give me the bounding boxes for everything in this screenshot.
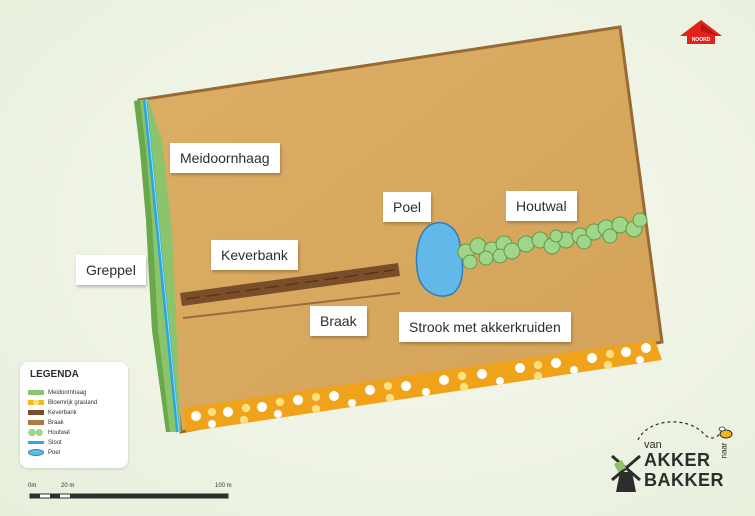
legend-title: LEGENDA [30, 369, 79, 380]
legend-item-bloemrijk-grasland: Bloemrijk grasland [28, 398, 97, 407]
scale-bar: 0m 20 m 100 m [28, 483, 233, 506]
scale-mid-label: 20 m [61, 483, 75, 489]
label-greppel: Greppel [76, 255, 146, 285]
scale-start-label: 0m [28, 483, 37, 489]
flower-swatch [28, 400, 44, 405]
label-meidoornhaag-text: Meidoornhaag [180, 150, 270, 166]
label-keverbank-text: Keverbank [221, 247, 288, 263]
north-arrow-shape [680, 20, 722, 44]
legend-panel: LEGENDA Meidoornhaag Bloemrijk grasland … [20, 362, 128, 468]
braak-line [182, 292, 401, 319]
legend-item-poel: Poel [28, 448, 60, 457]
label-poel-text: Poel [393, 199, 422, 215]
legend-item-keverbank: Keverbank [28, 408, 77, 417]
legend-label: Bloemrijk grasland [48, 399, 98, 406]
keverbank-texture [185, 269, 395, 300]
north-label: NOORD [691, 37, 711, 43]
legend-item-houtwal: Houtwal [28, 428, 70, 437]
scale-bar-graphic [29, 493, 229, 499]
legend-label: Sloot [48, 439, 62, 446]
windmill-icon [611, 421, 733, 492]
label-strook-akkerkruiden: Strook met akkerkruiden [399, 312, 571, 342]
pond-swatch [28, 449, 44, 456]
legend-item-braak: Braak [28, 418, 64, 427]
fallow-swatch [28, 420, 44, 425]
flower-strip-blossoms [190, 342, 652, 429]
ditch-highlight [145, 99, 180, 433]
legend-label: Meidoornhaag [48, 389, 87, 396]
label-houtwal-text: Houtwal [516, 198, 567, 214]
beetle-bank-swatch [28, 410, 44, 415]
legend-label: Houtwal [48, 429, 70, 436]
brand-naar: naar [719, 442, 729, 459]
ditch-swatch [28, 441, 44, 444]
brand-bakker: BAKKER [644, 470, 725, 490]
pond-shape [415, 222, 464, 297]
scale-end-label: 100 m [215, 483, 232, 489]
label-meidoornhaag: Meidoornhaag [170, 143, 280, 173]
label-braak-text: Braak [320, 313, 357, 329]
legend-item-meidoornhaag: Meidoornhaag [28, 388, 86, 397]
legend-item-sloot: Sloot [28, 438, 62, 447]
windmill-bee-logo: van AKKER naar BAKKER [608, 420, 738, 500]
hedge-swatch [28, 390, 44, 395]
north-arrow-icon: NOORD [680, 20, 722, 48]
brand-akker: AKKER [644, 450, 711, 470]
label-braak: Braak [310, 306, 367, 336]
legend-label: Poel [48, 449, 61, 456]
tree-row-swatch [28, 429, 44, 436]
hedge-strip-dark [134, 100, 170, 432]
ditch-line [143, 99, 180, 433]
label-poel: Poel [383, 192, 432, 222]
label-strook-text: Strook met akkerkruiden [409, 319, 561, 335]
legend-label: Keverbank [48, 409, 77, 416]
label-greppel-text: Greppel [86, 262, 136, 278]
houtwal-trees [457, 212, 648, 270]
label-keverbank: Keverbank [211, 240, 298, 270]
brand-van: van [644, 439, 662, 451]
flower-strip-base [183, 340, 662, 432]
label-houtwal: Houtwal [506, 191, 577, 221]
legend-label: Braak [48, 419, 64, 426]
